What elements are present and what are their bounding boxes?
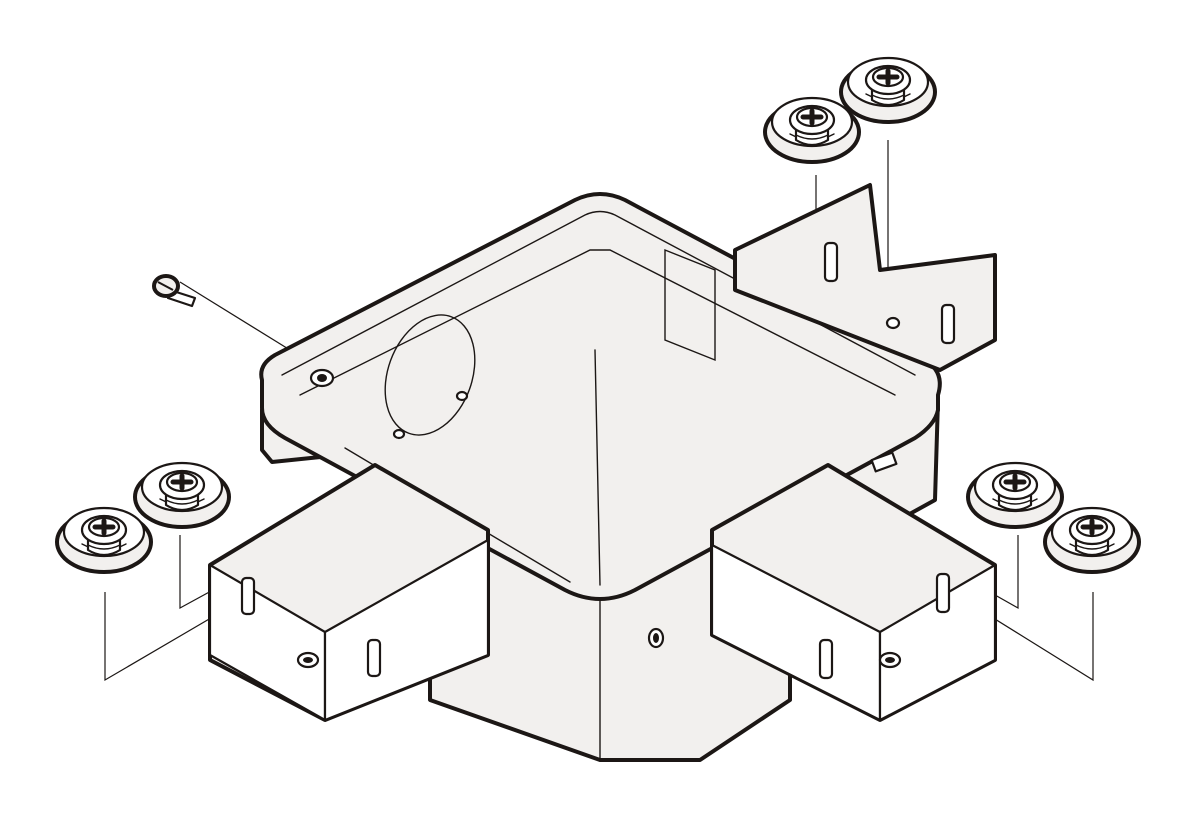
washer-screw-group-left [57,463,229,572]
channel-bracket-left [208,463,490,722]
channel-bracket-back [733,183,997,372]
washer-screw-group-top [765,58,935,162]
channel-bracket-right [710,463,997,722]
washer-screw-group-right [968,463,1139,572]
small-screw [152,274,197,308]
